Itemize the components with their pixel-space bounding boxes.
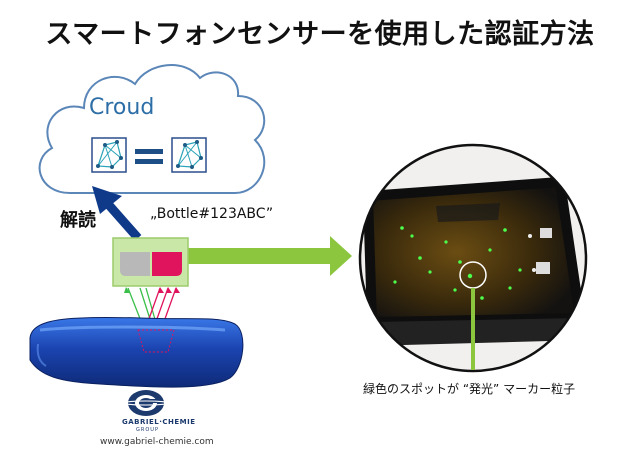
phone-photo-circle — [358, 143, 588, 373]
gabriel-chemie-logo — [123, 390, 169, 416]
code-label: „Bottle#123ABC” — [150, 206, 274, 222]
cloud-shape — [38, 64, 266, 194]
sensor-box — [112, 237, 189, 287]
green-arrow — [188, 236, 352, 276]
logo-wordmark: GABRIEL·CHEMIE — [122, 418, 196, 426]
page-title: スマートフォンセンサーを使用した認証方法 — [45, 19, 595, 50]
cloud-label: Croud — [89, 95, 155, 120]
logo-subtext: GROUP — [136, 427, 159, 433]
decode-arrow — [92, 186, 142, 241]
network-graph-icon — [171, 137, 207, 173]
equals-icon — [135, 149, 163, 164]
bottle-image — [29, 316, 244, 388]
marker-caption: 緑色のスポットが “発光” マーカー粒子 — [363, 382, 576, 396]
decode-label: 解読 — [60, 210, 96, 231]
network-graph-icon — [91, 137, 127, 173]
website-url[interactable]: www.gabriel-chemie.com — [100, 437, 214, 447]
